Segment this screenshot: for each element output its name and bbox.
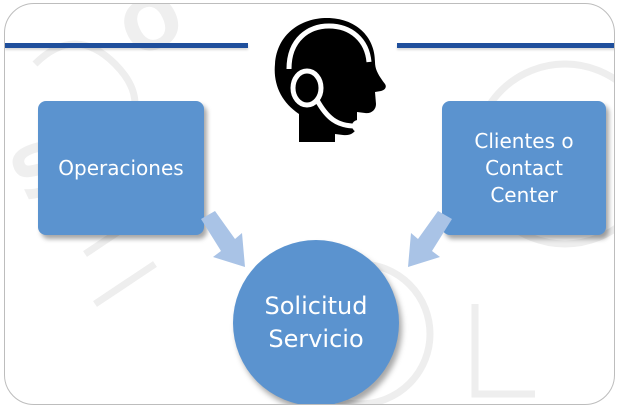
header-line-left [5, 43, 248, 48]
arrow-left-to-center [201, 211, 245, 267]
headset-operator-icon [259, 14, 391, 144]
right-box-line-2: Contact [485, 155, 563, 180]
center-line-1: Solicitud [264, 292, 368, 320]
operaciones-box: Operaciones [38, 101, 204, 235]
arrow-right-to-center [408, 211, 452, 267]
diagram-frame: O S Operaciones Clientes o Contact Cente… [4, 3, 615, 405]
solicitud-servicio-circle: Solicitud Servicio [233, 240, 399, 404]
operaciones-label: Operaciones [58, 155, 184, 180]
right-box-line-1: Clientes o [474, 128, 574, 153]
right-box-line-3: Center [490, 182, 558, 207]
header-line-right [397, 43, 614, 48]
center-line-2: Servicio [268, 325, 364, 353]
svg-text:O: O [108, 4, 197, 74]
clientes-contact-center-box: Clientes o Contact Center [442, 101, 606, 235]
